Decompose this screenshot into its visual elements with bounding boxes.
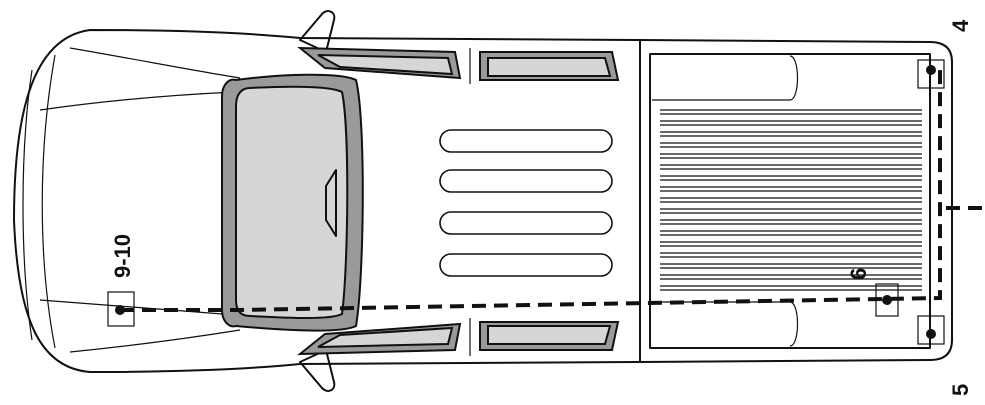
label-mid-point: 6 bbox=[846, 268, 871, 280]
hood-crease-bottom bbox=[69, 329, 241, 353]
point-box-front bbox=[107, 291, 135, 327]
body-outline bbox=[13, 29, 953, 373]
bed-rib bbox=[660, 230, 922, 236]
wheel-arch-bottom bbox=[652, 301, 799, 347]
side-window-rear-bottom-glass bbox=[487, 325, 612, 345]
front-grille-line bbox=[41, 54, 56, 349]
roof-slot-3 bbox=[439, 211, 613, 235]
bed-rib bbox=[660, 285, 922, 291]
label-front-point: 9-10 bbox=[110, 234, 135, 278]
bed-rib bbox=[660, 274, 922, 280]
mirror-mount bbox=[325, 169, 337, 237]
side-window-front-bottom-glass bbox=[317, 326, 454, 348]
side-window-front-top-glass bbox=[317, 54, 454, 76]
bed-ribs bbox=[660, 109, 922, 291]
mirror-bottom-icon bbox=[299, 349, 336, 392]
hood-line-bottom bbox=[39, 299, 236, 316]
point-dot-mid bbox=[882, 295, 892, 305]
bed-rib bbox=[660, 109, 922, 115]
label-rear-top: 4 bbox=[948, 19, 973, 32]
point-dot-rear-bottom bbox=[926, 329, 936, 339]
bed-rib bbox=[660, 142, 922, 148]
roof-slot-2 bbox=[439, 169, 613, 193]
front-bumper bbox=[22, 69, 33, 341]
mirror-top-icon bbox=[299, 10, 336, 53]
tail-light-bottom bbox=[917, 315, 945, 345]
bed-rib bbox=[660, 241, 922, 247]
wheel-arch-top bbox=[652, 55, 799, 101]
label-rear-bottom: 5 bbox=[948, 384, 973, 396]
point-box-mid bbox=[875, 283, 899, 317]
hood-line-top bbox=[39, 91, 236, 111]
windshield-glass bbox=[235, 85, 349, 319]
roof-slot-1 bbox=[439, 129, 613, 153]
point-dot-rear-top bbox=[926, 65, 936, 75]
tail-light-top bbox=[917, 59, 945, 89]
bed-rib bbox=[660, 164, 922, 170]
bed-rib bbox=[660, 252, 922, 258]
bed-rib bbox=[660, 131, 922, 137]
hood-crease-top bbox=[69, 47, 241, 79]
bed-rib bbox=[660, 153, 922, 159]
bed-rib bbox=[660, 186, 922, 192]
bed-rib bbox=[660, 219, 922, 225]
bed-rib bbox=[660, 175, 922, 181]
bed-rib bbox=[660, 197, 922, 203]
roof-slot-4 bbox=[439, 253, 613, 277]
bed-rib bbox=[660, 120, 922, 126]
wiring-route bbox=[120, 70, 942, 312]
point-dot-front bbox=[115, 305, 125, 315]
side-window-rear-top-glass bbox=[487, 57, 612, 77]
bed-rib bbox=[660, 208, 922, 214]
truck-bed-outline bbox=[649, 53, 931, 349]
bed-rib bbox=[660, 263, 922, 269]
